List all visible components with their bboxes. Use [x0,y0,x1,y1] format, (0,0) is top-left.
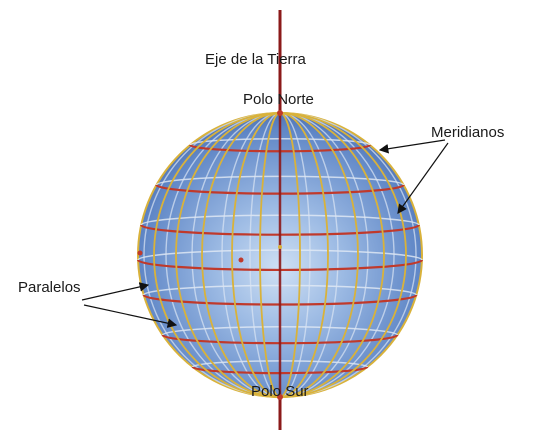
meridians-arrow-2 [397,142,449,214]
meridians-arrow-1 [378,139,446,154]
north-pole-point [277,110,283,116]
parallels-arrow-2 [83,304,178,328]
earth-axis-label: Eje de la Tierra [205,51,306,68]
meridians-label: Meridianos [431,124,505,141]
south-pole-point [277,394,283,400]
equator-point [238,257,244,263]
parallels-label: Paralelos [18,279,81,296]
north-pole-label: Polo Norte [243,91,314,108]
equator-edge-point [137,250,143,256]
center-point [278,245,282,249]
south-pole-label: Polo Sur [251,383,309,400]
parallels-arrow-1 [81,282,150,301]
